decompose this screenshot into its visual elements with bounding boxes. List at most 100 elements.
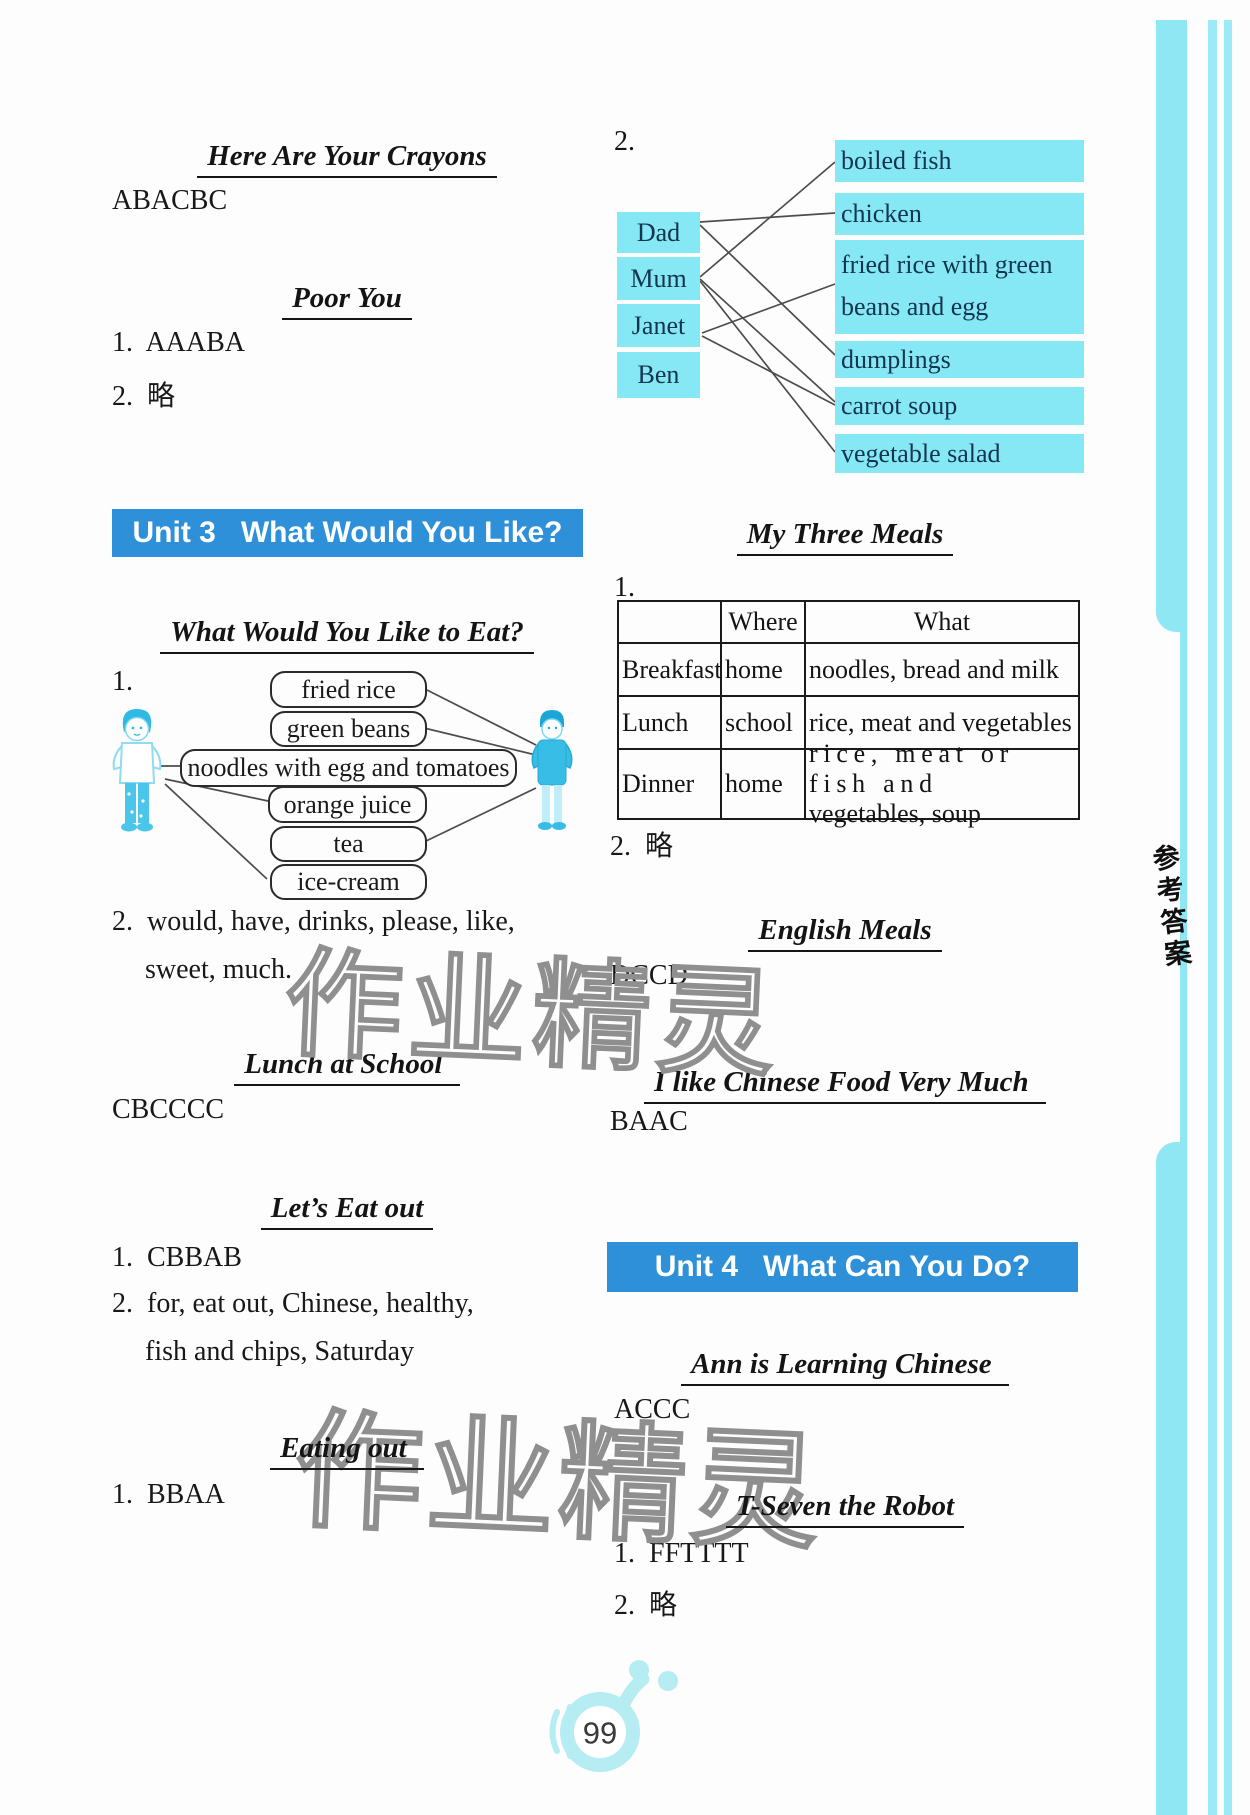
poor-you-title: Poor You: [282, 282, 412, 320]
person-box-janet: Janet: [617, 304, 700, 347]
food-box-fried-rice: fried rice with green beans and egg: [835, 240, 1084, 334]
food-box-chicken: chicken: [835, 193, 1084, 235]
meals-title-row: My Three Meals: [610, 518, 1080, 556]
match-line-friedrice-rightkid: [422, 687, 537, 746]
person-box-mum: Mum: [617, 257, 700, 300]
chinese-food-title-row: I like Chinese Food Very Much: [610, 1066, 1080, 1104]
meals-table-cell-lunch: Lunch: [619, 697, 722, 750]
meals-table-cell-lunch-what: rice, meat and vegetables: [806, 697, 1080, 750]
poor-you-answer-1: 1. AAABA: [112, 327, 246, 358]
tseven-title: T-Seven the Robot: [725, 1490, 965, 1528]
sidebar-band-bottom: [1156, 1142, 1187, 1815]
match-line-janet-friedrice: [701, 283, 836, 334]
lunch-answer: CBCCCC: [112, 1094, 225, 1125]
eat-q1-label: 1.: [112, 666, 133, 697]
food-option-green-beans: green beans: [270, 711, 427, 747]
lets-eat-out-answer-2-line1: 2. for, eat out, Chinese, healthy,: [112, 1288, 474, 1319]
logo-ring: [560, 1692, 640, 1772]
food-box-boiled-fish: boiled fish: [835, 140, 1084, 182]
food-box-fried-rice-line1: fried rice with green: [841, 250, 1053, 279]
meals-table-cell-breakfast: Breakfast: [619, 644, 722, 697]
english-meals-title-row: English Meals: [610, 914, 1080, 952]
match-line-mum-vegsalad: [699, 280, 836, 453]
meals-table-cell-breakfast-where: home: [722, 644, 806, 697]
logo-antenna-neck: [616, 1672, 650, 1712]
poor-you-answer-2: 2. 略: [112, 381, 176, 412]
lets-eat-out-answer-2-line2: fish and chips, Saturday: [145, 1336, 415, 1367]
eat-title: What Would You Like to Eat?: [160, 616, 534, 654]
logo-antenna-blob-2: [658, 1671, 678, 1691]
sidebar-band-top: [1156, 20, 1187, 632]
boy-figure-left: [112, 709, 162, 832]
page-number: 99: [583, 1716, 617, 1751]
eating-out-answer-1: 1. BBAA: [112, 1479, 225, 1510]
lets-eat-out-title-row: Let’s Eat out: [112, 1192, 582, 1230]
food-option-fried-rice: fried rice: [270, 671, 427, 708]
meals-table-dinner-what-line1: rice, meat or fish and: [809, 739, 1015, 798]
tseven-answer-1: 1. FFTTTT: [614, 1538, 749, 1569]
food-box-dumplings: dumplings: [835, 341, 1084, 378]
meals-title: My Three Meals: [736, 518, 954, 556]
watermark-2: 作业精灵: [291, 1399, 827, 1567]
meals-q1-label: 1.: [614, 572, 635, 603]
sidebar-pinstripe-1: [1208, 20, 1217, 1815]
meals-table: Where What Breakfast home noodles, bread…: [617, 600, 1080, 828]
tseven-answer-2: 2. 略: [614, 1590, 678, 1621]
meals-table-dinner-what-line2: vegetables, soup: [809, 799, 981, 828]
meals-answer-2: 2. 略: [610, 831, 674, 862]
match-line-mum-carrotsoup: [699, 278, 836, 403]
food-option-ice-cream: ice-cream: [270, 864, 427, 900]
match-line-janet-carrotsoup: [701, 335, 836, 406]
lets-eat-out-title: Let’s Eat out: [260, 1192, 434, 1230]
match-line-dad-chicken: [699, 212, 836, 223]
boy-figure-right: [531, 710, 573, 830]
english-meals-title: English Meals: [748, 914, 942, 952]
match-line-dad-dumplings: [699, 224, 836, 356]
food-option-noodles: noodles with egg and tomatoes: [180, 749, 517, 787]
sidebar-connector-strip: [1180, 20, 1187, 1815]
crayons-section-title-row: Here Are Your Crayons: [112, 140, 582, 178]
food-box-carrot-soup: carrot soup: [835, 387, 1084, 425]
meals-table-cell-dinner-where: home: [722, 750, 806, 820]
meals-table-header-where: Where: [722, 602, 806, 644]
person-box-ben: Ben: [617, 352, 700, 398]
eat-title-row: What Would You Like to Eat?: [112, 616, 582, 654]
logo-motion-arc-1: [549, 1709, 560, 1754]
match-line-mum-boiledfish: [699, 161, 836, 278]
english-meals-answer: DCCD: [610, 960, 688, 991]
watermark-1: 作业精灵: [281, 937, 784, 1093]
lunch-title: Lunch at School: [234, 1048, 460, 1086]
ann-title-row: Ann is Learning Chinese: [610, 1348, 1080, 1386]
sidebar-pinstripe-2: [1224, 20, 1232, 1815]
page-number-logo: 99: [549, 1660, 678, 1772]
match-line-leftkid-icecream: [164, 783, 268, 880]
food-box-vegetable-salad: vegetable salad: [835, 434, 1084, 473]
food-box-fried-rice-line2: beans and egg: [841, 292, 989, 321]
family-match-label: 2.: [614, 126, 635, 157]
lets-eat-out-answer-1: 1. CBBAB: [112, 1242, 242, 1273]
eat-answer-2-line1: 2. would, have, drinks, please, like,: [112, 906, 515, 937]
unit4-banner: Unit 4 What Can You Do?: [607, 1242, 1078, 1292]
crayons-section-title: Here Are Your Crayons: [197, 140, 497, 178]
eating-out-title: Eating out: [270, 1432, 424, 1470]
poor-you-title-row: Poor You: [112, 282, 582, 320]
meals-table-cell-breakfast-what: noodles, bread and milk: [806, 644, 1080, 697]
tseven-title-row: T-Seven the Robot: [610, 1490, 1080, 1528]
person-box-dad: Dad: [617, 212, 700, 253]
meals-table-cell-lunch-where: school: [722, 697, 806, 750]
eating-out-title-row: Eating out: [112, 1432, 582, 1470]
meals-table-cell-dinner-what: rice, meat or fish and vegetables, soup: [806, 739, 1080, 828]
ann-title: Ann is Learning Chinese: [681, 1348, 1009, 1386]
food-option-orange-juice: orange juice: [268, 786, 427, 823]
ann-answer: ACCC: [614, 1394, 691, 1425]
chinese-food-answer: BAAC: [610, 1106, 688, 1137]
match-line-tea-rightkid: [423, 787, 537, 843]
meals-table-cell-dinner: Dinner: [619, 750, 722, 820]
food-option-tea: tea: [270, 826, 427, 862]
lunch-title-row: Lunch at School: [112, 1048, 582, 1086]
meals-table-corner-cell: [619, 602, 722, 644]
logo-antenna-blob-1: [629, 1660, 649, 1680]
eat-answer-2-line2: sweet, much.: [145, 954, 292, 985]
chinese-food-title: I like Chinese Food Very Much: [644, 1066, 1046, 1104]
